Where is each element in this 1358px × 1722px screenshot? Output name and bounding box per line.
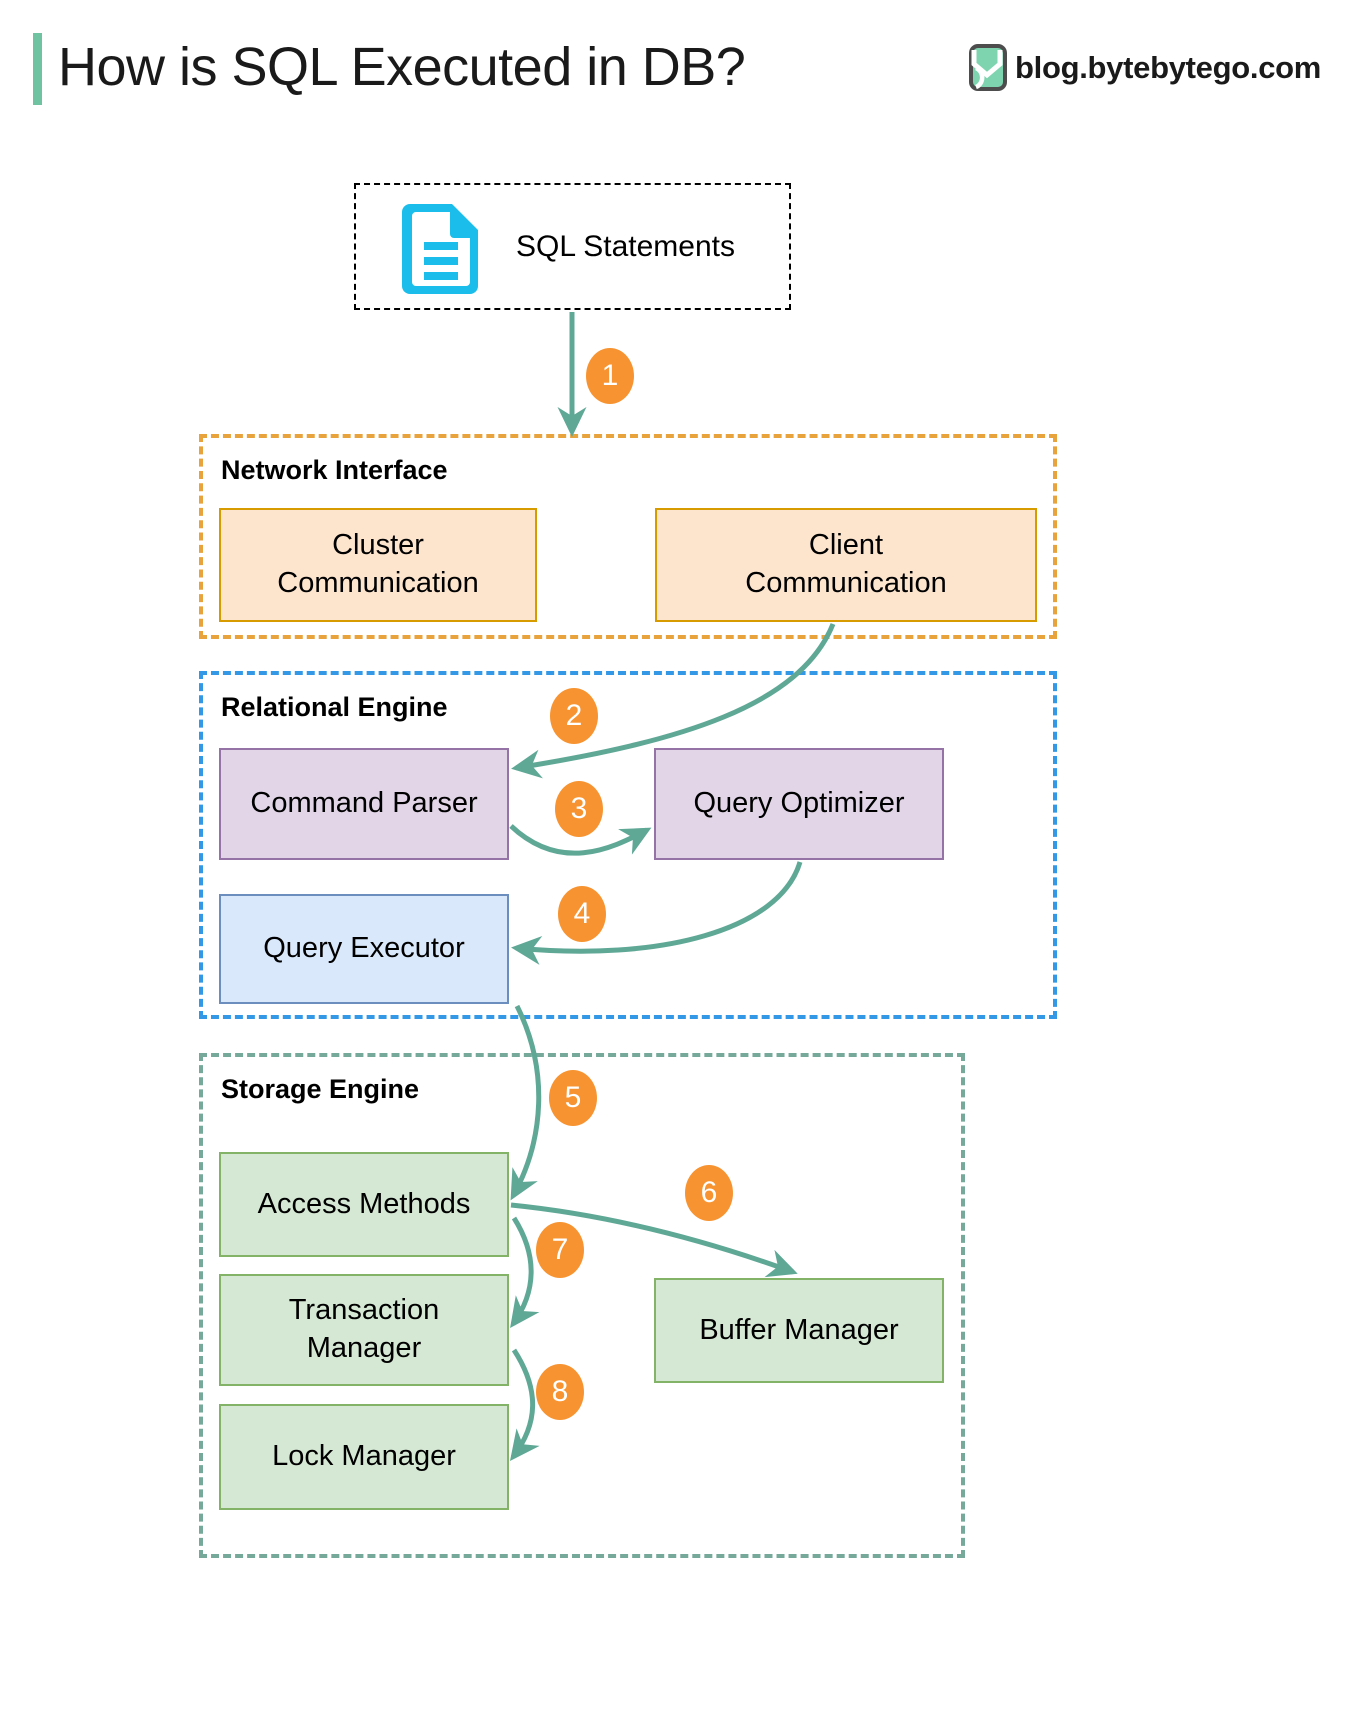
- node-command-parser[interactable]: Command Parser: [219, 748, 509, 860]
- group-network-interface-label: Network Interface: [221, 455, 448, 485]
- group-storage-engine-label: Storage Engine: [221, 1074, 420, 1104]
- group-storage-engine: [199, 1053, 965, 1558]
- brand-text: blog.bytebytego.com: [1015, 49, 1322, 85]
- title-accent-bar: [33, 33, 42, 105]
- step-badge-2: 2: [550, 688, 598, 744]
- node-transaction-manager[interactable]: Transaction Manager: [219, 1274, 509, 1386]
- step-badge-4: 4: [558, 886, 606, 942]
- step-badge-8: 8: [536, 1364, 584, 1420]
- step-badge-7: 7: [536, 1222, 584, 1278]
- node-query-optimizer[interactable]: Query Optimizer: [654, 748, 944, 860]
- step-badge-1: 1: [586, 348, 634, 404]
- group-relational-engine-label: Relational Engine: [221, 692, 448, 722]
- node-query-executor[interactable]: Query Executor: [219, 894, 509, 1004]
- node-client-communication[interactable]: Client Communication: [655, 508, 1037, 622]
- sql-statements-label: SQL Statements: [516, 229, 735, 263]
- bytebytego-logo-icon: [969, 44, 1007, 91]
- node-cluster-communication[interactable]: Cluster Communication: [219, 508, 537, 622]
- node-buffer-manager[interactable]: Buffer Manager: [654, 1278, 944, 1383]
- node-access-methods[interactable]: Access Methods: [219, 1152, 509, 1257]
- step-badge-3: 3: [555, 781, 603, 837]
- node-lock-manager[interactable]: Lock Manager: [219, 1404, 509, 1510]
- document-icon: [402, 204, 478, 294]
- sql-statements-box: SQL Statements: [354, 183, 791, 310]
- step-badge-6: 6: [685, 1165, 733, 1221]
- brand: blog.bytebytego.com: [967, 44, 1321, 91]
- page-title: How is SQL Executed in DB?: [58, 37, 746, 97]
- step-badge-5: 5: [549, 1070, 597, 1126]
